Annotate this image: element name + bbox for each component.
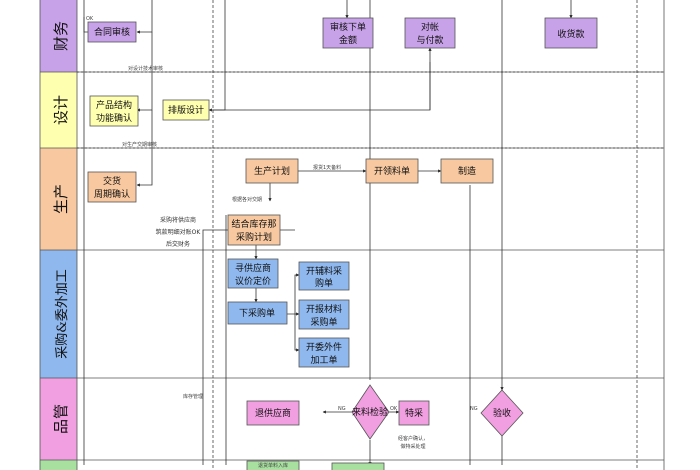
note-schedule: 报货1天备料 [313, 164, 341, 171]
box-layout-design: 排版设计 [162, 99, 210, 121]
box-label: 对帐 [421, 21, 439, 33]
box-production-plan: 生产计划 [245, 158, 299, 184]
box-label: 寻供应商 [235, 262, 271, 274]
box-reconcile-pay: 对帐 与付款 [404, 17, 456, 49]
box-label: 议价定价 [235, 275, 271, 287]
box-find-supplier: 寻供应商 议价定价 [227, 258, 279, 289]
box-label: 与付款 [416, 34, 443, 46]
box-open-outsource: 开委外件 加工单 [298, 337, 350, 368]
lane-cell-purchasing [40, 250, 77, 378]
note-stock: 库存管理 [183, 393, 203, 400]
lane-grid [39, 0, 665, 470]
box-label: 制造 [458, 165, 476, 177]
box-label: 采购单 [310, 316, 337, 328]
box-manufacture: 制造 [440, 158, 494, 184]
note-special-1: 经客户确认， [398, 435, 428, 442]
lane-cell-production [40, 148, 77, 250]
note-quote-feedback: 对设计技术审核 [128, 65, 163, 72]
box-label: 验收 [493, 407, 511, 419]
box-special-accept: 特采 [398, 400, 430, 426]
box-label: 退供应商 [255, 407, 291, 419]
box-label: 下采购单 [239, 307, 275, 319]
lane-cell-design [40, 72, 77, 148]
bottom-stub-label: 退货单料入库 [258, 462, 288, 469]
box-open-purchase: 开辅料采 购单 [298, 261, 350, 291]
box-contract-review: 合同审核 [87, 21, 137, 43]
box-label: 交货 [103, 175, 121, 187]
lane-label-design: 设计 [52, 95, 70, 125]
lane-label-qc: 品管 [52, 404, 70, 434]
note-supplier-line-3: 后交财务 [166, 240, 190, 248]
box-product-structure: 产品结构 功能确认 [89, 95, 139, 127]
lane-cell-finance [40, 0, 77, 72]
box-label: 开报材料 [306, 303, 342, 315]
note-special-2: 做特采处理 [400, 443, 425, 450]
box-label: 开辅料采 [306, 265, 342, 277]
box-label: 开领料单 [374, 165, 410, 177]
box-delivery-confirm: 交货 周期确认 [87, 171, 137, 203]
box-label: 功能确认 [96, 112, 132, 124]
box-label: 采购计划 [236, 231, 272, 243]
note-ok: OK [86, 16, 94, 22]
note-ok-2: OK [390, 406, 398, 412]
box-label: 金额 [339, 34, 357, 46]
box-label: 合同审核 [94, 26, 130, 38]
note-supplier-line-1: 采购将供应商 [160, 216, 196, 224]
box-place-po: 下采购单 [227, 301, 288, 325]
phase-dividers [212, 0, 638, 470]
box-label: 加工单 [310, 354, 337, 366]
box-collect-payment: 收货款 [544, 17, 598, 49]
lane-label-purchasing: 采购&委外加工 [54, 269, 70, 359]
box-label: 特采 [405, 407, 423, 419]
box-label: 来料检验 [352, 406, 388, 418]
box-label: 产品结构 [96, 99, 132, 111]
note-ng-2: NG [470, 406, 478, 412]
box-label: 审核下单 [330, 21, 366, 33]
box-label: 开委外件 [306, 341, 342, 353]
note-according-bom: 根据各对交期 [232, 196, 262, 203]
lane-cell-qc [40, 378, 77, 460]
box-label: 购单 [315, 277, 333, 289]
box-label: 周期确认 [94, 188, 130, 200]
box-combined-purchase: 结合库存那 采购计划 [227, 214, 281, 246]
note-production-confirm: 对生产交期审核 [122, 141, 157, 148]
note-ng: NG [338, 406, 346, 412]
box-label: 生产计划 [254, 165, 290, 177]
box-return-supplier: 退供应商 [246, 400, 300, 426]
box-label: 收货款 [557, 28, 584, 40]
lane-cell-warehouse [40, 460, 77, 470]
lane-label-finance: 财务 [52, 21, 70, 51]
box-open-material-po: 开报材料 采购单 [298, 299, 350, 330]
note-supplier-line-2: 筑款明细对账OK [156, 228, 202, 236]
box-issue-material: 开领料单 [365, 158, 419, 184]
box-bottom-stub [246, 460, 300, 470]
box-bottom-stub-2 [331, 462, 385, 470]
box-label: 结合库存那 [231, 218, 276, 230]
diamond-incoming-inspect: 来料检验 [351, 384, 390, 440]
lane-label-production: 生产 [52, 184, 70, 214]
box-review-order: 审核下单 金额 [322, 17, 374, 49]
diamond-inspect: 验收 [480, 389, 524, 437]
box-label: 排版设计 [168, 104, 204, 116]
